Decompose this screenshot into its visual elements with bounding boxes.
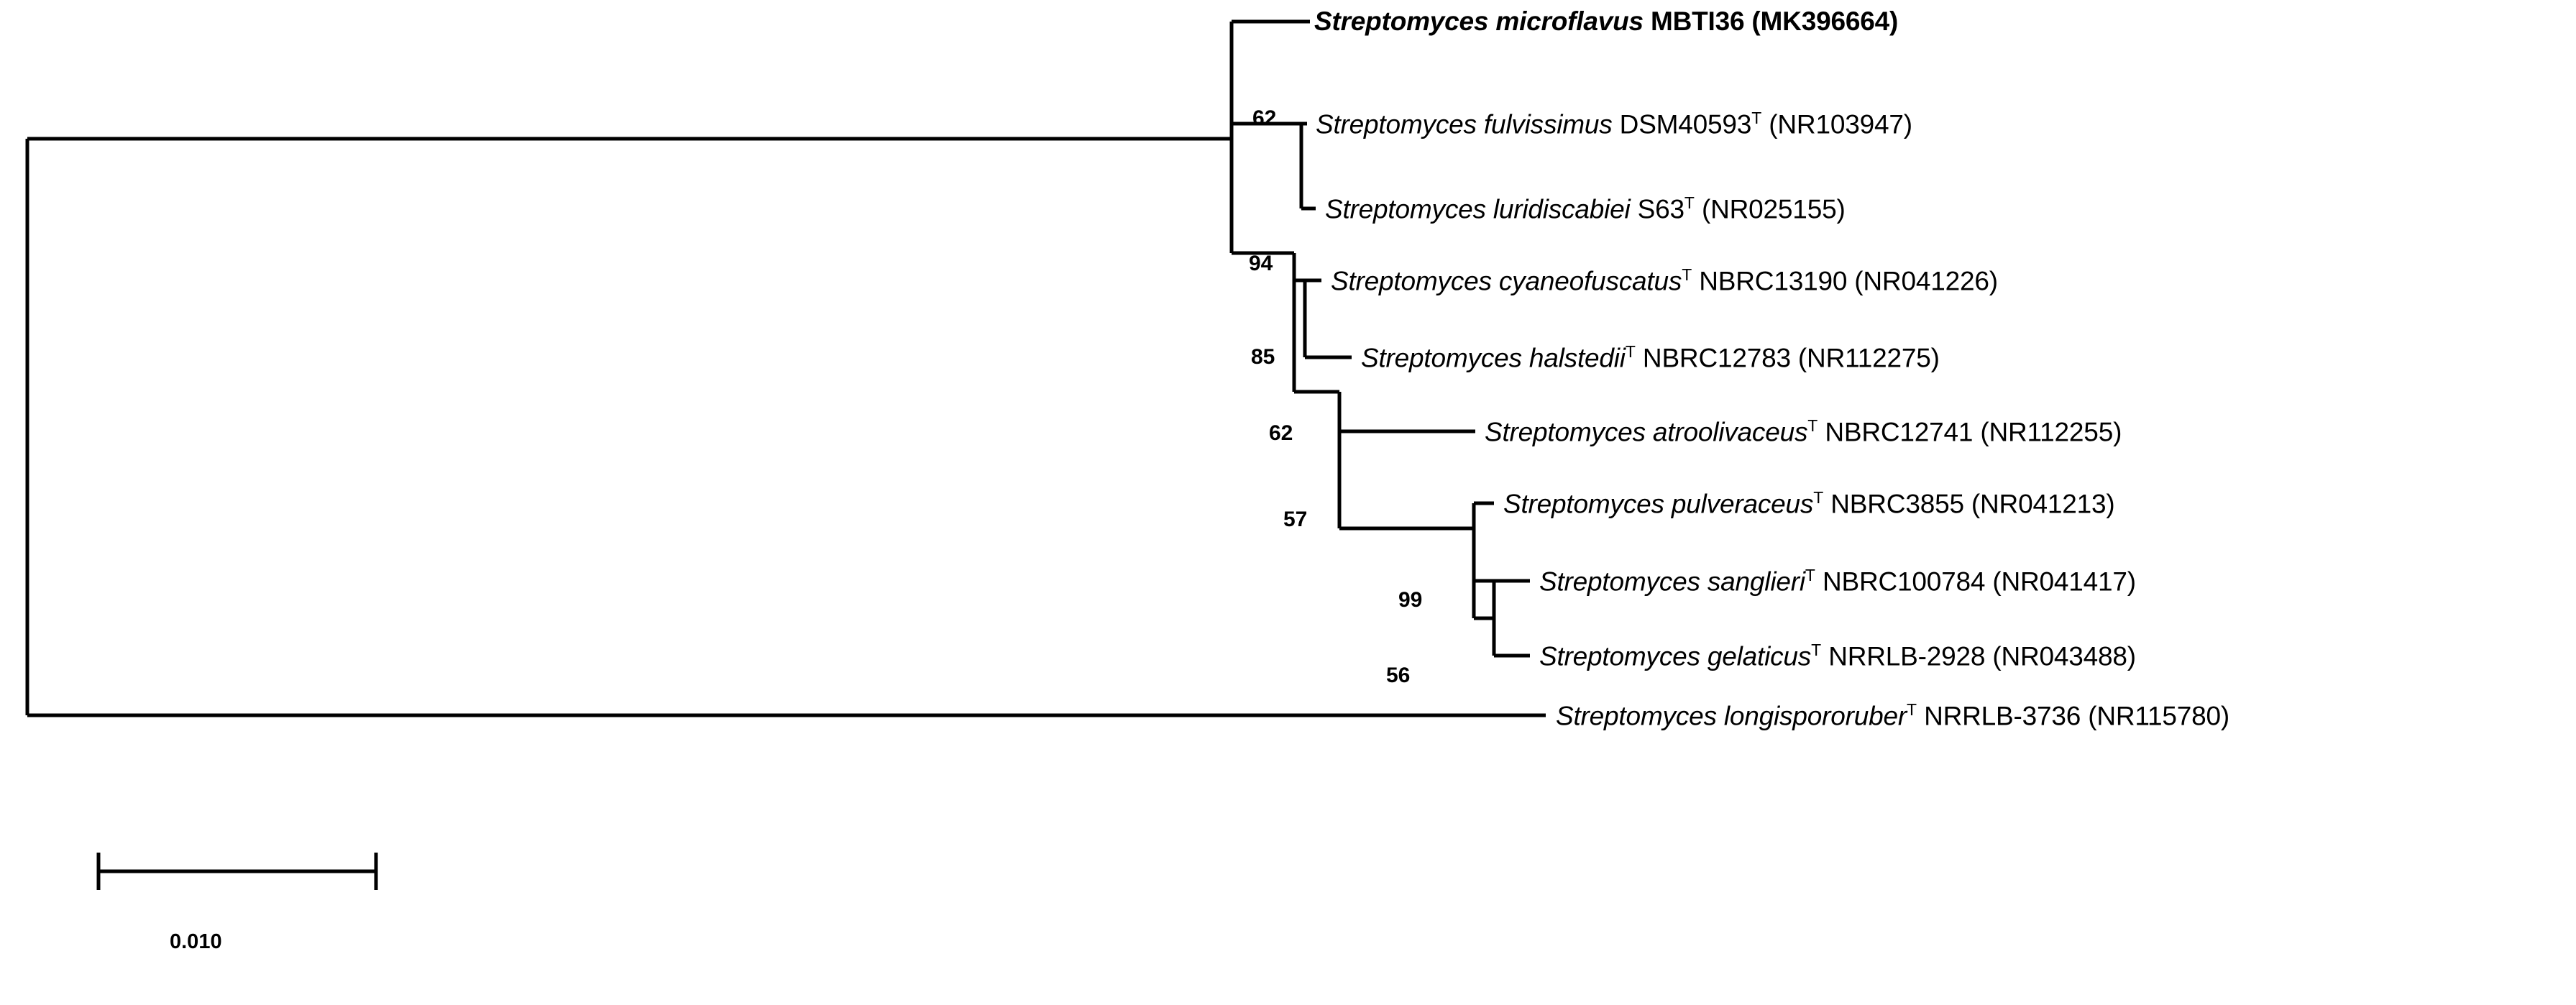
taxon-binomial: Streptomyces halstedii bbox=[1361, 343, 1626, 373]
taxon-binomial: Streptomyces fulvissimus bbox=[1316, 109, 1613, 139]
taxon-binomial: Streptomyces pulveraceus bbox=[1503, 489, 1814, 519]
taxon-label-pulveraceus: Streptomyces pulveraceusT NBRC3855 (NR04… bbox=[1503, 488, 2115, 519]
taxon-binomial: Streptomyces cyaneofuscatus bbox=[1331, 266, 1682, 296]
type-strain-superscript: T bbox=[1811, 641, 1822, 659]
bootstrap-value-85: 85 bbox=[1251, 345, 1275, 369]
taxon-strain: NBRC12783 (NR112275) bbox=[1635, 343, 1940, 373]
taxon-binomial: Streptomyces sanglieri bbox=[1539, 566, 1805, 597]
bootstrap-value-94: 94 bbox=[1249, 252, 1273, 275]
taxon-label-atroolivaceus: Streptomyces atroolivaceusT NBRC12741 (N… bbox=[1485, 416, 2122, 447]
type-strain-superscript: T bbox=[1805, 566, 1815, 584]
taxon-strain: S63 bbox=[1630, 194, 1685, 224]
taxon-binomial: Streptomyces gelaticus bbox=[1539, 641, 1812, 671]
bootstrap-value-62-top: 62 bbox=[1252, 106, 1277, 130]
bootstrap-value-62-mid: 62 bbox=[1269, 421, 1293, 445]
taxon-label-sanglieri: Streptomyces sanglieriT NBRC100784 (NR04… bbox=[1539, 567, 2136, 595]
type-strain-superscript: T bbox=[1682, 265, 1692, 284]
taxon-strain: DSM40593 bbox=[1612, 109, 1752, 139]
taxon-label-gelaticus: Streptomyces gelaticusT NRRLB-2928 (NR04… bbox=[1539, 641, 2136, 671]
taxon-binomial: Streptomyces microflavus bbox=[1314, 6, 1644, 36]
type-strain-superscript: T bbox=[1807, 416, 1818, 435]
taxon-binomial: Streptomyces luridiscabiei bbox=[1325, 194, 1631, 224]
type-strain-superscript: T bbox=[1906, 700, 1917, 719]
taxon-label-halstedii: Streptomyces halstediiT NBRC12783 (NR112… bbox=[1361, 342, 1940, 373]
taxon-strain: NBRC13190 (NR041226) bbox=[1692, 266, 1998, 296]
taxon-strain: NBRC100784 (NR041417) bbox=[1815, 566, 2136, 597]
taxon-label-longispororuber: Streptomyces longispororuberT NRRLB-3736… bbox=[1556, 700, 2230, 731]
taxon-label-fulvissimus: Streptomyces fulvissimus DSM40593T (NR10… bbox=[1316, 109, 1912, 139]
taxon-label-cyaneofuscatus: Streptomyces cyaneofuscatusT NBRC13190 (… bbox=[1331, 265, 1998, 296]
bootstrap-value-56: 56 bbox=[1386, 664, 1411, 687]
taxon-strain: NBRC12741 (NR112255) bbox=[1818, 417, 2122, 447]
bootstrap-value-99: 99 bbox=[1398, 588, 1423, 612]
taxon-strain: NRRLB-3736 (NR115780) bbox=[1917, 701, 2230, 731]
taxon-strain: MBTI36 (MK396664) bbox=[1643, 6, 1899, 36]
taxon-accession: (NR025155) bbox=[1694, 194, 1846, 224]
taxon-label-luridiscabiei: Streptomyces luridiscabiei S63T (NR02515… bbox=[1325, 193, 1846, 224]
bootstrap-value-57: 57 bbox=[1283, 508, 1308, 531]
type-strain-superscript: T bbox=[1813, 488, 1824, 507]
taxon-strain: NBRC3855 (NR041213) bbox=[1823, 489, 2115, 519]
taxon-accession: (NR103947) bbox=[1761, 109, 1912, 139]
type-strain-superscript: T bbox=[1751, 109, 1762, 127]
taxon-binomial: Streptomyces atroolivaceus bbox=[1485, 417, 1808, 447]
taxon-label-microflavus: Streptomyces microflavus MBTI36 (MK39666… bbox=[1314, 8, 1898, 35]
scale-bar-label: 0.010 bbox=[170, 930, 222, 953]
type-strain-superscript: T bbox=[1625, 342, 1636, 361]
taxon-strain: NRRLB-2928 (NR043488) bbox=[1821, 641, 2136, 671]
taxon-binomial: Streptomyces longispororuber bbox=[1556, 701, 1907, 731]
type-strain-superscript: T bbox=[1684, 193, 1695, 212]
